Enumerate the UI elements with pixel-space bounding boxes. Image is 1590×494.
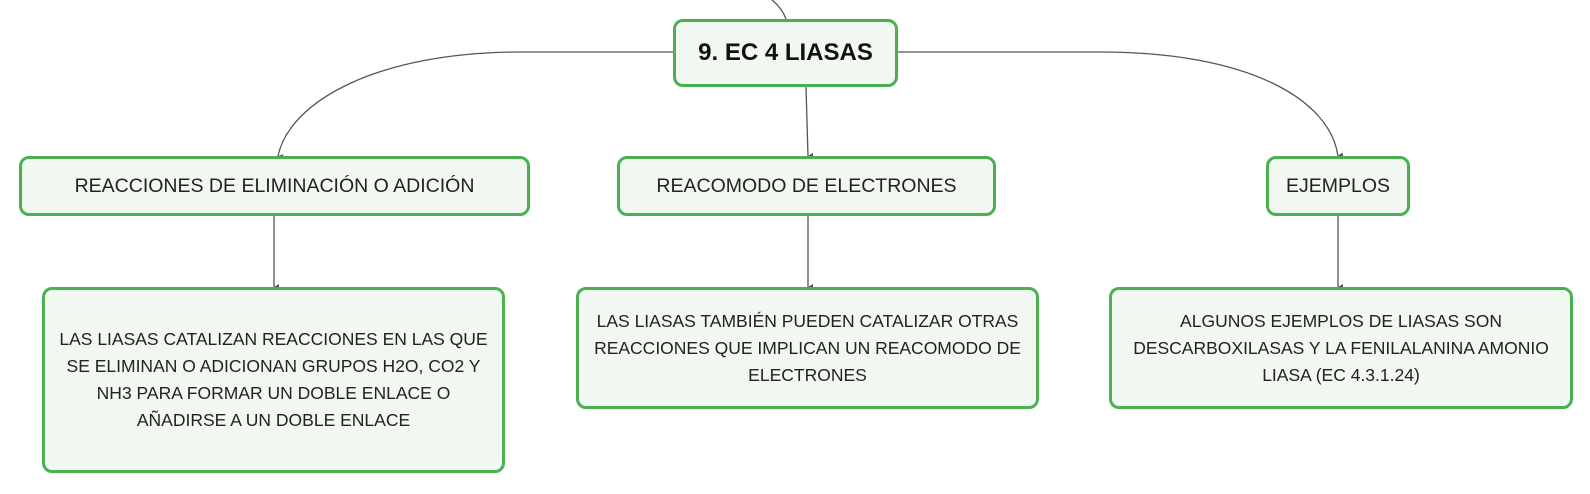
branch-node-label: REACCIONES DE ELIMINACIÓN O ADICIÓN (74, 174, 475, 197)
detail-node-text: ALGUNOS EJEMPLOS DE LIASAS SON DESCARBOX… (1133, 310, 1549, 385)
connector-root-to-ejemplos (898, 51, 1344, 159)
detail-node-text: LAS LIASAS TAMBIÉN PUEDEN CATALIZAR OTRA… (594, 310, 1021, 385)
connector-root-to-elimination (277, 51, 673, 160)
branch-node-reacomodo[interactable]: REACOMODO DE ELECTRONES (617, 156, 996, 216)
detail-node-elimination[interactable]: LAS LIASAS CATALIZAN REACCIONES EN LAS Q… (42, 287, 505, 473)
detail-node-reacomodo[interactable]: LAS LIASAS TAMBIÉN PUEDEN CATALIZAR OTRA… (576, 287, 1039, 409)
connector-from-parent (771, 0, 787, 20)
branch-node-ejemplos[interactable]: EJEMPLOS (1266, 156, 1410, 216)
branch-node-label: EJEMPLOS (1285, 174, 1391, 197)
detail-node-ejemplos[interactable]: ALGUNOS EJEMPLOS DE LIASAS SON DESCARBOX… (1109, 287, 1573, 409)
root-node[interactable]: 9. EC 4 LIASAS (673, 19, 898, 87)
connector-root-to-reacomodo (805, 86, 814, 159)
branch-node-label: REACOMODO DE ELECTRONES (656, 174, 957, 197)
root-node-label: 9. EC 4 LIASAS (698, 39, 873, 66)
detail-node-text: LAS LIASAS CATALIZAN REACCIONES EN LAS Q… (59, 329, 488, 430)
branch-node-elimination[interactable]: REACCIONES DE ELIMINACIÓN O ADICIÓN (19, 156, 530, 216)
